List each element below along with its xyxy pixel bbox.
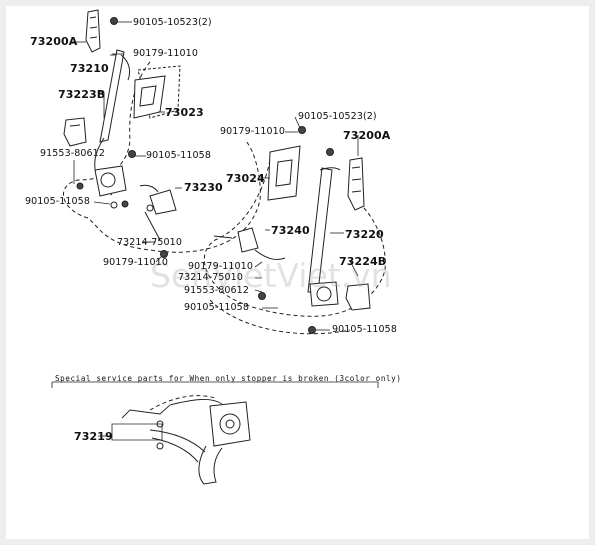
special-parts-note: Special service parts for When only stop… — [55, 374, 402, 383]
label-90179-11010-top: 90179-11010 — [133, 48, 198, 59]
left-anchor-plate — [85, 9, 118, 53]
note-bracket — [51, 381, 379, 388]
right-anchor-plate — [298, 126, 365, 211]
right-retractor — [308, 281, 371, 334]
right-trim-cover — [267, 145, 301, 201]
label-73240: 73240 — [271, 224, 310, 237]
label-73023: 73023 — [165, 106, 204, 119]
label-73214-75010-center: 73214-75010 — [178, 272, 243, 283]
label-90105-11058-right: 90105-11058 — [332, 324, 397, 335]
label-91553-80612-left: 91553-80612 — [40, 148, 105, 159]
left-belt — [94, 49, 131, 196]
label-73200a-left: 73200A — [30, 35, 78, 48]
label-90179-11010-center: 90179-11010 — [188, 261, 253, 272]
label-73200a-right: 73200A — [343, 129, 391, 142]
label-91553-80612-center: 91553-80612 — [184, 285, 249, 296]
left-retractor — [76, 150, 136, 209]
label-90105-10523-2-top: 90105-10523(2) — [133, 17, 212, 28]
label-73219: 73219 — [74, 430, 113, 443]
label-73223b: 73223B — [58, 88, 106, 101]
label-90105-11058-left: 90105-11058 — [25, 196, 90, 207]
left-buckle — [139, 184, 177, 258]
label-73224b: 73224B — [339, 255, 387, 268]
label-73024: 73024 — [226, 172, 265, 185]
right-seat-lower — [209, 299, 351, 335]
special-part-73219 — [98, 395, 251, 485]
label-73210: 73210 — [70, 62, 109, 75]
label-73220: 73220 — [345, 228, 384, 241]
label-90105-10523-2-right: 90105-10523(2) — [298, 111, 377, 122]
label-90179-11010-right: 90179-11010 — [220, 126, 285, 137]
label-73214-75010-left: 73214-75010 — [117, 237, 182, 248]
left-retractor-cover — [63, 117, 87, 147]
label-90105-11058-mid: 90105-11058 — [146, 150, 211, 161]
right-buckle — [213, 227, 286, 300]
label-90105-11058-center: 90105-11058 — [184, 302, 249, 313]
right-belt — [307, 167, 341, 293]
leader-lines — [72, 21, 359, 331]
right-seat-outline — [203, 159, 386, 317]
label-73230: 73230 — [184, 181, 223, 194]
label-90179-11010-left: 90179-11010 — [103, 257, 168, 268]
